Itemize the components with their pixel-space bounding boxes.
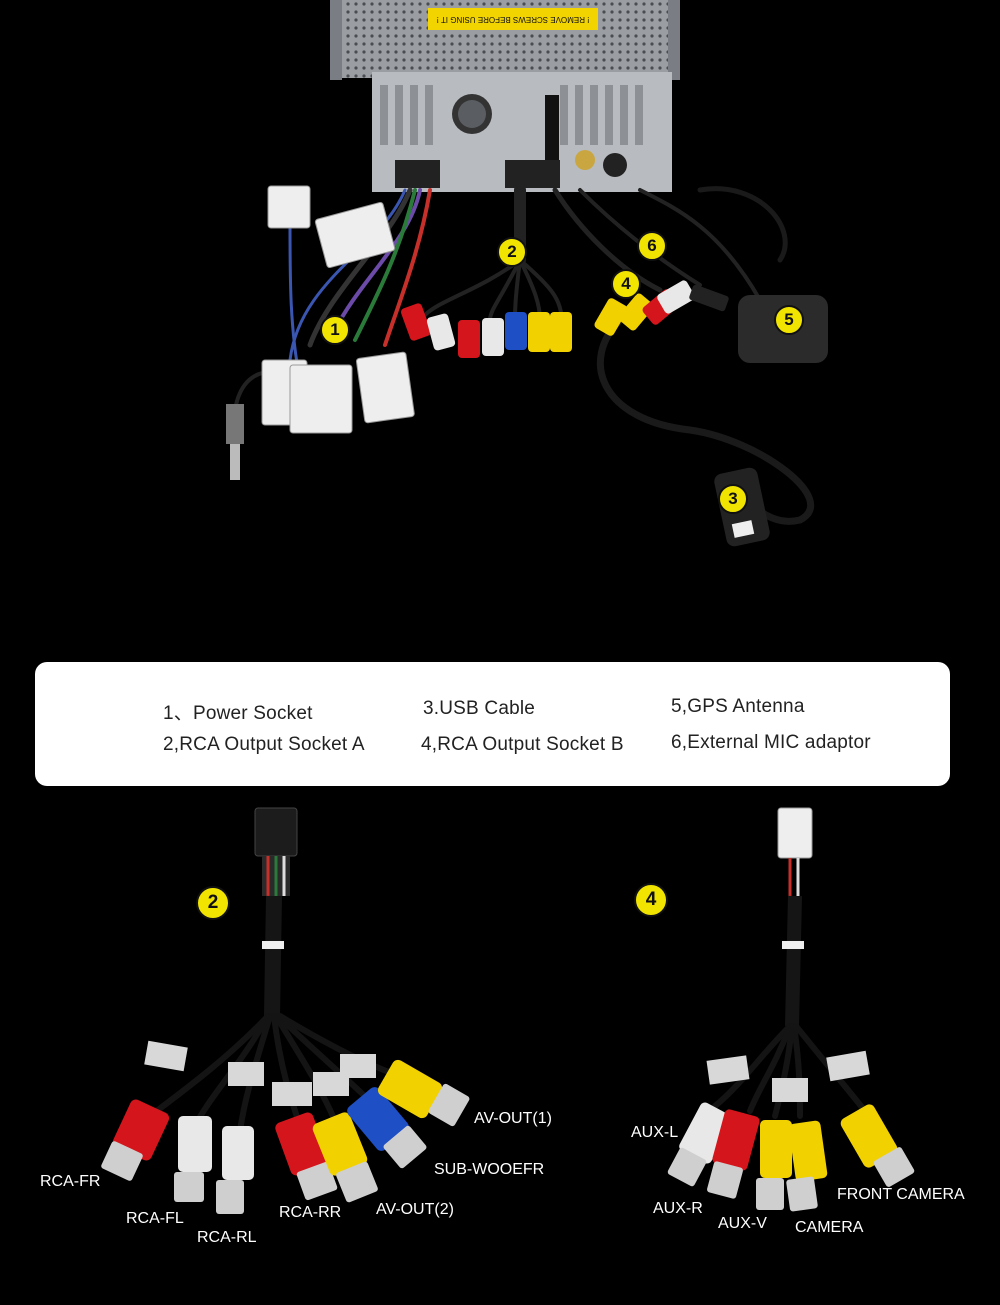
label-sub-woofer: SUB-WOOEFR <box>434 1161 545 1178</box>
harness-b-badge: 4 <box>634 883 668 917</box>
badge-gps-antenna: 5 <box>774 305 804 335</box>
label-av-out-1: AV-OUT(1) <box>474 1110 552 1127</box>
rca-harness-a: 2 AV-OUT(1) SUB-WOOEFR RCA-FR RCA-FL RCA… <box>0 786 600 1305</box>
legend-item-power-socket: 1、Power Socket <box>163 703 313 724</box>
label-camera: CAMERA <box>795 1219 864 1236</box>
rca-harness-b: 4 AUX-L AUX-R AUX-V CAMERA FRONT CAMERA <box>600 786 1000 1305</box>
fm-antenna-plug <box>226 404 244 480</box>
rca-plugs-a <box>101 1059 470 1214</box>
legend-item-rca-output-b: 4,RCA Output Socket B <box>421 734 624 755</box>
harness-a-badge: 2 <box>196 886 230 920</box>
label-rca-fr: RCA-FR <box>40 1173 101 1190</box>
label-rca-rl: RCA-RL <box>197 1229 257 1246</box>
label-av-out-2: AV-OUT(2) <box>376 1201 454 1218</box>
warning-sticker <box>428 8 598 30</box>
head-unit-wiring-photo: ! REMOVE SCREWS BEFORE USING IT ! <box>226 0 828 547</box>
badge-rca-output-b: 4 <box>611 269 641 299</box>
label-aux-v: AUX-V <box>718 1215 767 1232</box>
legend-box: 1、Power Socket 3.USB Cable 5,GPS Antenna… <box>35 662 950 786</box>
label-front-camera: FRONT CAMERA <box>837 1186 965 1203</box>
badge-mic-adaptor: 6 <box>637 231 667 261</box>
label-aux-r: AUX-R <box>653 1200 703 1217</box>
legend-item-mic-adaptor: 6,External MIC adaptor <box>671 732 871 753</box>
legend-item-rca-output-a: 2,RCA Output Socket A <box>163 734 365 755</box>
legend-item-gps-antenna: 5,GPS Antenna <box>671 696 805 717</box>
wifi-antenna <box>545 95 559 175</box>
head-unit: ! REMOVE SCREWS BEFORE USING IT ! <box>330 0 680 192</box>
mic-adaptor-jack <box>689 284 729 312</box>
label-rca-fl: RCA-FL <box>126 1210 184 1227</box>
rca-plugs-b <box>667 1102 915 1212</box>
badge-rca-output-a: 2 <box>497 237 527 267</box>
power-plug-small <box>267 185 311 229</box>
badge-power-socket: 1 <box>320 315 350 345</box>
label-aux-l: AUX-L <box>631 1124 679 1141</box>
badge-usb-cable: 3 <box>718 484 748 514</box>
warning-sticker-text: ! REMOVE SCREWS BEFORE USING IT ! <box>437 15 590 24</box>
legend-item-usb-cable: 3.USB Cable <box>423 698 536 719</box>
label-rca-rr: RCA-RR <box>279 1204 342 1221</box>
